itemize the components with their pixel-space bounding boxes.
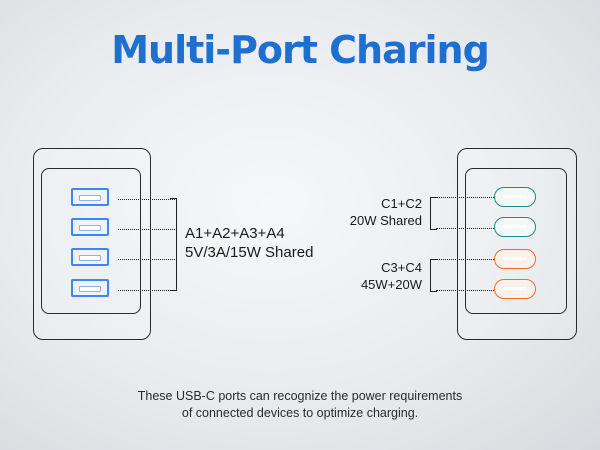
usb-c-port-1 <box>494 187 536 207</box>
connector-line-a4 <box>118 290 175 291</box>
usb-a-port-1 <box>71 188 109 206</box>
connector-line-a3 <box>118 259 175 260</box>
right-group1-label-ports: C1+C2 <box>381 196 422 211</box>
caption-line-2: of connected devices to optimize chargin… <box>181 406 419 420</box>
usb-c-port-2 <box>494 217 536 237</box>
right-bracket-top <box>430 197 437 230</box>
usb-c-port-3 <box>494 249 536 269</box>
right-charger-outline <box>457 148 577 340</box>
right-bracket-bottom <box>430 259 437 292</box>
right-charger-port-panel <box>465 168 567 314</box>
left-group-label-power: 5V/3A/15W Shared <box>185 244 314 261</box>
page-title: Multi-Port Charing <box>111 28 490 72</box>
usb-c-port-4 <box>494 279 536 299</box>
left-group-label-ports: A1+A2+A3+A4 <box>185 225 285 242</box>
connector-line-a2 <box>118 229 175 230</box>
caption-line-1: These USB-C ports can recognize the powe… <box>137 389 463 403</box>
connector-line-a1 <box>118 199 175 200</box>
connector-line-c2 <box>436 228 494 229</box>
left-charger-port-panel <box>41 168 141 314</box>
connector-line-c4 <box>436 290 494 291</box>
caption: These USB-C ports can recognize the powe… <box>0 388 600 422</box>
usb-a-port-3 <box>71 248 109 266</box>
left-bracket <box>170 198 177 291</box>
left-charger-outline <box>33 148 151 340</box>
right-group2-label-power: 45W+20W <box>360 277 422 292</box>
connector-line-c1 <box>436 197 494 198</box>
right-group2-label-ports: C3+C4 <box>381 260 422 275</box>
connector-line-c3 <box>436 259 494 260</box>
usb-a-port-4 <box>71 279 109 297</box>
right-group1-label-power: 20W Shared <box>349 213 422 228</box>
usb-a-port-2 <box>71 218 109 236</box>
